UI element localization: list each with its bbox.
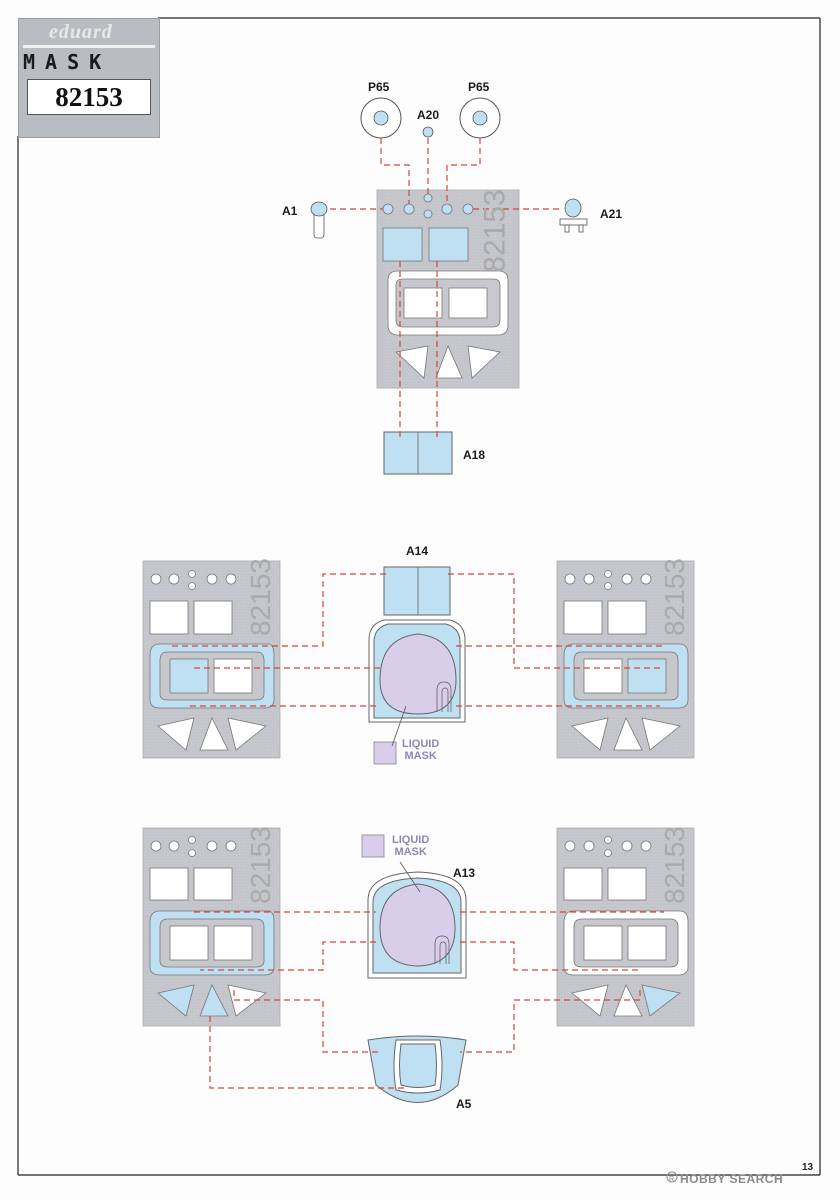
label-a1: A1 (282, 204, 298, 218)
logo-brand: eduard (49, 21, 113, 43)
label-a5: A5 (456, 1097, 472, 1111)
sheet-code-mid-left: 82153 (245, 558, 276, 636)
liquid-mask-1-line2: MASK (404, 750, 437, 762)
label-a13: A13 (453, 866, 476, 880)
watermark-text: HOBBY SEARCH (680, 1172, 784, 1186)
liquid-mask-swatch-2 (361, 834, 385, 858)
p65-left-wheel (360, 97, 402, 139)
sheet-code-bottom-right: 82153 (659, 826, 690, 904)
svg-text:R: R (669, 1176, 674, 1183)
page-number: 13 (802, 1162, 814, 1173)
eduard-mask-logo: eduard MASK 82153 (18, 18, 160, 138)
guide-lines-step-2 (170, 573, 664, 707)
step-1 (310, 97, 588, 475)
mask-sheet-top-cutouts (382, 193, 509, 379)
logo-bar (23, 45, 155, 48)
mask-sheet-mid-right-cutouts (563, 570, 689, 751)
step-2: 82153 82153 (142, 558, 695, 765)
label-liquid-mask-2: LIQUID MASK (392, 834, 429, 858)
a14-part (368, 566, 466, 723)
a21-part (559, 198, 588, 233)
label-liquid-mask-1: LIQUID MASK (402, 738, 439, 762)
sheet-code-top: 82153 (478, 189, 512, 273)
page-frame (17, 17, 821, 1176)
sheet-code-mid-right: 82153 (659, 558, 690, 636)
logo-code: 82153 (55, 82, 123, 112)
watermark-icon: R (666, 1171, 678, 1183)
sheet-code-bottom-left: 82153 (245, 826, 276, 904)
label-a14: A14 (406, 544, 429, 558)
p65-right-wheel (459, 97, 501, 139)
label-a20: A20 (417, 108, 440, 122)
a5-part (367, 1035, 467, 1103)
label-p65-right: P65 (468, 80, 490, 94)
guide-lines-step-1 (330, 138, 562, 438)
a1-part (310, 201, 328, 239)
logo-product: MASK (23, 50, 112, 74)
mask-sheet-bottom-left-cutouts (149, 836, 275, 1017)
a13-part (367, 871, 467, 979)
mask-sheet-bottom-right-cutouts (563, 836, 689, 1017)
liquid-mask-swatch-1 (373, 741, 397, 765)
label-a21: A21 (600, 207, 623, 221)
liquid-mask-2-line1: LIQUID (392, 834, 430, 846)
step-3: 82153 82153 (142, 826, 695, 1103)
a20-part (422, 126, 434, 138)
liquid-mask-1-line1: LIQUID (402, 738, 440, 750)
mask-sheet-mid-left-cutouts (149, 570, 275, 751)
liquid-mask-2-line2: MASK (394, 846, 427, 858)
guide-lines-step-3 (194, 911, 664, 1089)
label-p65-left: P65 (368, 80, 390, 94)
logo-code-box: 82153 (27, 79, 151, 115)
label-a18: A18 (463, 448, 486, 462)
